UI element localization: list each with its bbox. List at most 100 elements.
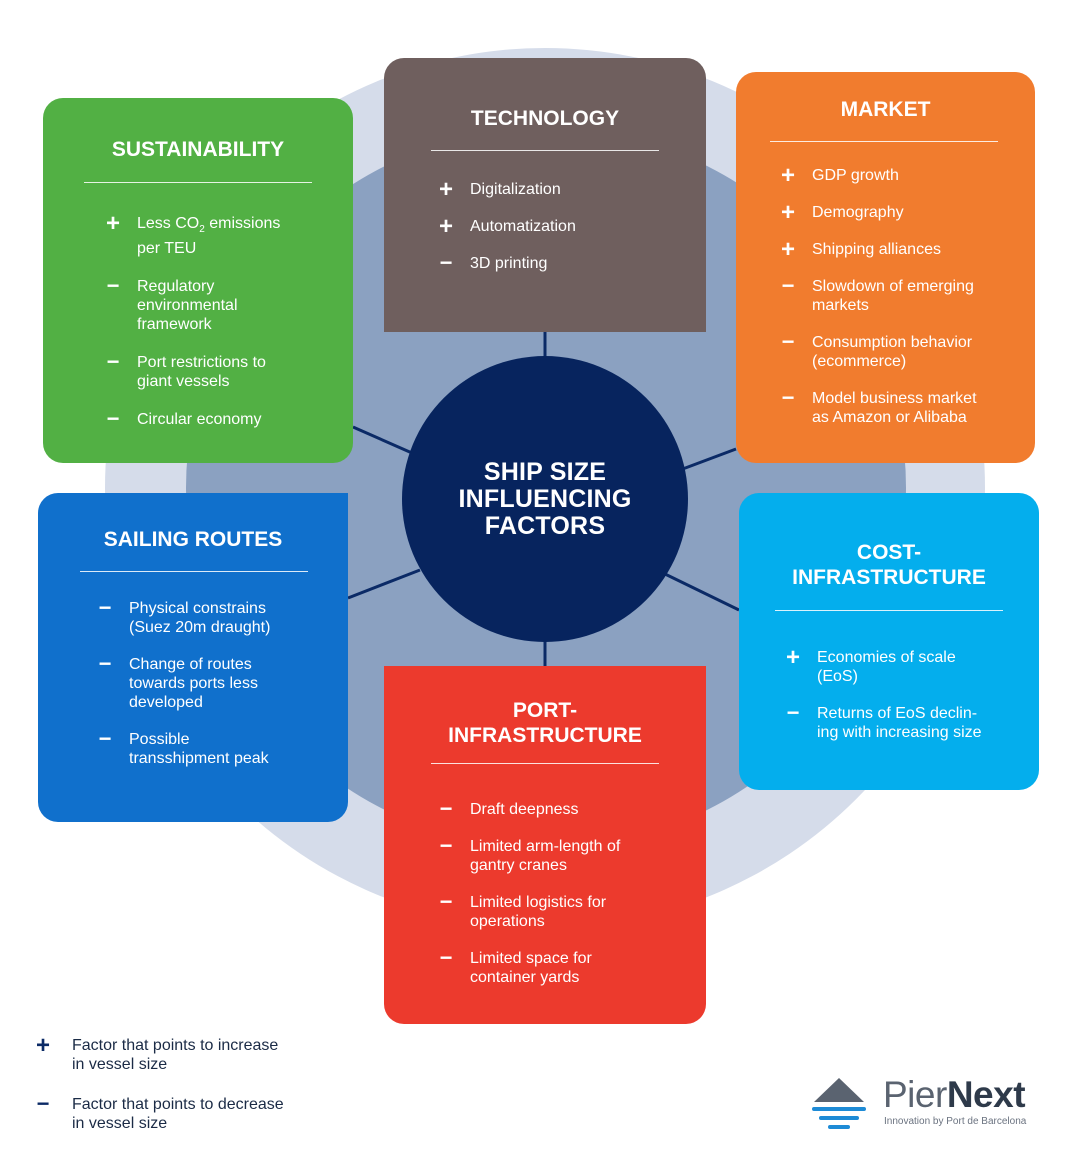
plus-icon: + [438,213,453,240]
factor-text: Slowdown of emerging markets [812,278,974,314]
factor-text: Consumption behavior (ecommerce) [812,334,973,370]
ship-waves-icon [812,1078,866,1129]
spoke-sustainability [352,425,413,455]
card-divider [775,610,1003,611]
factor-list: + Digitalization + Automatization − 3D p… [436,178,686,275]
minus-icon: − [786,700,800,725]
minus-icon: − [781,329,795,354]
factor-item: − Limited space for container yards [436,945,686,987]
logo-wordmark: PierNext [883,1074,1026,1115]
card-cost-infrastructure: COST- INFRASTRUCTURE + Economies of scal… [739,493,1039,790]
factor-text: Shipping alliances [812,241,941,258]
factor-list: + GDP growth + Demography + Shipping all… [778,162,1018,427]
factor-item: − Slowdown of emerging markets [778,273,1018,315]
spoke-market [679,447,737,472]
card-divider [80,571,308,572]
minus-icon: − [36,1091,50,1116]
minus-icon: − [98,651,112,676]
minus-icon: − [439,889,453,914]
factor-item: + Economies of scale (EoS) [783,644,1018,686]
plus-icon: + [105,210,120,237]
legend: + Factor that points to increase in vess… [33,1032,333,1154]
factor-text: Less CO2 emissions per TEU [137,215,281,258]
factor-text: Possible transshipment peak [129,731,269,767]
plus-icon: + [780,162,795,189]
factor-text: Port restrictions to giant vessels [137,354,266,391]
factor-text: Regulatory environmental framework [137,278,238,334]
minus-icon: − [106,406,120,432]
card-title: SAILING ROUTES [103,528,283,551]
factor-text: Limited arm-length of gantry cranes [470,838,621,874]
factor-text: Automatization [470,218,576,235]
card-port-infrastructure: PORT- INFRASTRUCTURE − Draft deepness − … [384,666,706,1024]
card-divider [431,150,659,151]
factor-text: Physical constrains (Suez 20m draught) [129,600,271,636]
spoke-sailing [347,568,421,600]
minus-icon: − [439,796,453,821]
card-technology: TECHNOLOGY + Digitalization + Automatiza… [384,58,706,332]
legend-decrease: − Factor that points to decrease in vess… [33,1091,333,1133]
plus-icon: + [35,1032,50,1059]
card-title: SUSTAINABILITY [111,138,285,161]
factor-item: − Possible transshipment peak [95,726,320,768]
card-title: MARKET [840,98,931,121]
card-title: COST- INFRASTRUCTURE [792,541,986,589]
factor-text: GDP growth [812,167,899,184]
card-market: MARKET + GDP growth + Demography + Shipp… [736,72,1035,463]
card-sailing-routes: SAILING ROUTES − Physical constrains (Su… [38,493,348,822]
factor-item: + Digitalization [436,178,686,202]
card-divider [770,141,998,142]
card-sustainability: SUSTAINABILITY + Less CO2 emissions per … [43,98,353,463]
factor-item: − Port restrictions to giant vessels [103,349,323,391]
minus-icon: − [781,273,795,298]
center-title: SHIP SIZE INFLUENCING FACTORS [458,457,632,540]
factor-item: + GDP growth [778,162,1018,189]
minus-icon: − [106,349,120,375]
plus-icon: + [785,644,800,671]
factor-item: − Limited arm-length of gantry cranes [436,833,686,875]
spoke-cost [664,572,740,612]
minus-icon: − [98,726,112,751]
legend-text: Factor that points to increase in vessel… [72,1037,279,1073]
factor-text: Limited logistics for operations [470,894,607,930]
factor-item: + Demography [778,199,1018,226]
minus-icon: − [106,273,120,299]
card-divider [431,763,659,764]
card-title: TECHNOLOGY [470,107,620,130]
legend-text: Factor that points to decrease in vessel… [72,1096,284,1132]
factor-item: − Draft deepness [436,796,686,821]
factor-text: Demography [812,204,904,221]
logo-tagline: Innovation by Port de Barcelona [884,1116,1027,1127]
minus-icon: − [439,250,453,275]
factor-item: − Change of routes towards ports less de… [95,651,320,712]
factor-text: Circular economy [137,411,262,429]
factor-item: − Circular economy [103,406,323,432]
factor-text: 3D printing [470,255,548,272]
factor-list: + Economies of scale (EoS) − Returns of … [783,644,1018,742]
minus-icon: − [439,833,453,858]
factor-text: Model business market as Amazon or Aliba… [812,390,977,426]
factor-list: + Less CO2 emissions per TEU − Regulator… [103,210,323,432]
factor-item: − Limited logistics for operations [436,889,686,931]
factor-text: Draft deepness [470,801,579,818]
factor-item: + Shipping alliances [778,238,1018,262]
factor-item: − Physical constrains (Suez 20m draught) [95,595,320,637]
factor-item: + Less CO2 emissions per TEU [103,210,323,258]
factor-item: − 3D printing [436,250,686,275]
factor-item: − Returns of EoS declin- ing with increa… [783,700,1018,742]
minus-icon: − [439,945,453,970]
factor-text: Limited space for container yards [470,950,592,986]
factor-text: Economies of scale (EoS) [817,649,956,685]
plus-icon: + [780,199,795,226]
factor-list: − Physical constrains (Suez 20m draught)… [95,595,320,768]
factor-text: Change of routes towards ports less deve… [129,656,258,711]
minus-icon: − [98,595,112,620]
factor-text: Digitalization [470,181,561,198]
factor-item: + Automatization [436,213,686,240]
factor-list: − Draft deepness − Limited arm-length of… [436,796,686,987]
center-hub: SHIP SIZE INFLUENCING FACTORS [402,356,688,642]
minus-icon: − [781,385,795,410]
card-divider [84,182,312,183]
legend-increase: + Factor that points to increase in vess… [33,1032,333,1074]
